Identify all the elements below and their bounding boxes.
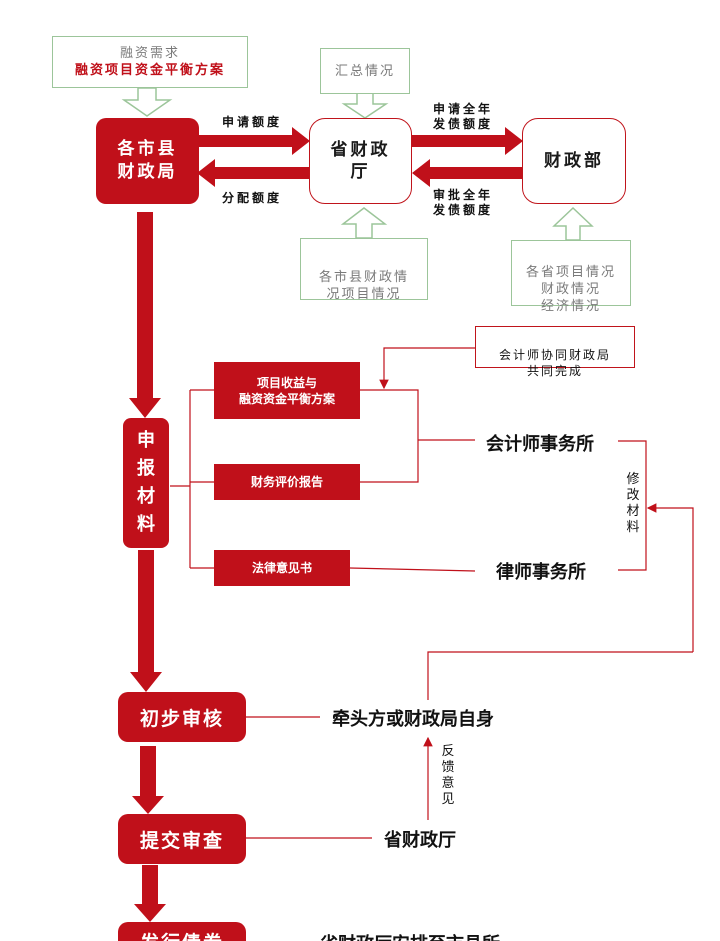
label-allocate-quota: 分配额度 — [222, 191, 283, 205]
project-plan-label: 项目收益与 融资资金平衡方案 — [238, 375, 335, 406]
legal-opinion-box: 法律意见书 — [214, 550, 350, 586]
issue-bonds-box: 发行债券 — [118, 922, 246, 941]
summary-box: 汇总情况 — [320, 48, 410, 94]
province-info-box: 各省项目情况 财政情况 经济情况 — [511, 240, 631, 314]
demand-line1: 融资需求 — [119, 46, 180, 61]
city-info-box: 各市县财政情 况项目情况 — [300, 238, 428, 302]
city-bureau-box: 各市县 财政局 — [96, 118, 199, 204]
green-arrow-summary — [341, 91, 389, 119]
summary-text: 汇总情况 — [334, 64, 395, 79]
city-bureau-label: 各市县 财政局 — [117, 139, 178, 182]
accountant-note-box: 会计师协同财政局 共同完成 — [475, 326, 635, 378]
preliminary-review-label: 初步审核 — [139, 707, 224, 730]
province-info-text: 各省项目情况 财政情况 经济情况 — [525, 265, 616, 314]
bracket-right — [360, 389, 475, 483]
province-dept-box: 省财政 厅 — [309, 118, 412, 204]
accountant-note-text: 会计师协同财政局 共同完成 — [498, 348, 611, 378]
arrow-down-3 — [132, 746, 164, 814]
label-apply-quota: 申请额度 — [222, 115, 283, 129]
green-arrow-province-info — [552, 206, 594, 241]
label-approve-annual: 审批全年 发债额度 — [433, 188, 494, 217]
green-arrow-city-info — [340, 207, 388, 239]
issue-bonds-label: 发行债券 — [140, 928, 224, 941]
submit-materials-label: 申报材料 — [137, 430, 155, 535]
label-apply-annual: 申请全年 发债额度 — [433, 102, 494, 131]
arrow-apply-annual — [412, 127, 523, 155]
green-arrow-demand — [121, 87, 173, 117]
revise-bracket — [618, 440, 647, 571]
line-legal-law — [349, 567, 476, 572]
arrow-allocate-quota — [197, 159, 310, 187]
issue-bonds-right-wrap: 省财政厅安排至市县所 — [320, 928, 580, 941]
arrow-down-1 — [129, 212, 161, 418]
arrow-apply-quota — [197, 127, 310, 155]
ministry-box: 财政部 — [522, 118, 626, 204]
legal-opinion-label: 法律意见书 — [251, 561, 312, 575]
demand-box: 融资需求 融资项目资金平衡方案 — [52, 36, 248, 88]
demand-line2: 融资项目资金平衡方案 — [74, 63, 225, 78]
province-dept-label: 省财政 厅 — [330, 140, 391, 182]
submit-review-label: 提交审查 — [139, 829, 224, 852]
revise-materials-label: 修改材料 — [626, 472, 640, 535]
feedback-label: 反馈意见 — [441, 744, 455, 807]
lead-to-return — [427, 651, 693, 700]
financial-report-label: 财务评价报告 — [250, 475, 323, 489]
arrow-down-4 — [134, 865, 166, 922]
revise-return — [646, 503, 694, 652]
arrow-down-2 — [130, 550, 162, 692]
law-firm-label: 律师事务所 — [496, 562, 586, 583]
ministry-label: 财政部 — [544, 151, 604, 171]
bracket-left — [170, 389, 214, 569]
accounting-firm-label: 会计师事务所 — [486, 434, 594, 455]
lead-party-label: 牵头方或财政局自身 — [332, 709, 494, 730]
province-dept2-label: 省财政厅 — [384, 830, 456, 851]
arrow-approve-annual — [412, 159, 523, 187]
financial-report-box: 财务评价报告 — [214, 464, 360, 500]
submit-materials-box: 申报材料 — [123, 418, 169, 548]
note-to-plan — [379, 347, 475, 390]
issue-bonds-right-label: 省财政厅安排至市县所 — [320, 930, 580, 941]
submit-review-box: 提交审查 — [118, 814, 246, 864]
preliminary-review-box: 初步审核 — [118, 692, 246, 742]
city-info-text: 各市县财政情 况项目情况 — [318, 270, 409, 302]
project-plan-box: 项目收益与 融资资金平衡方案 — [214, 362, 360, 419]
